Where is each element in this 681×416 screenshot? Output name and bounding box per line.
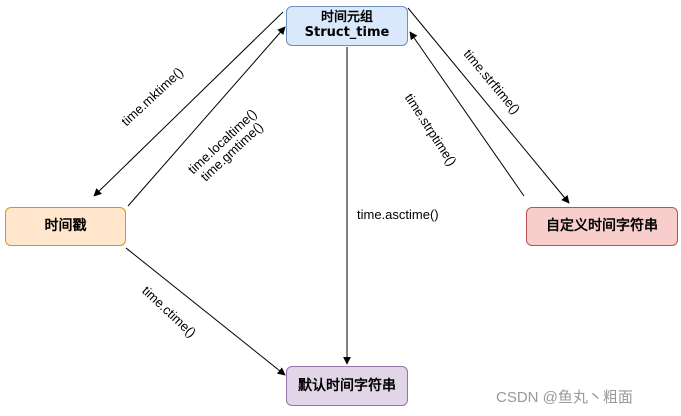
edge-label-asctime: time.asctime() <box>357 207 439 222</box>
edge-strftime <box>407 7 570 204</box>
node-struct-time-title: 时间元组 <box>320 10 373 26</box>
node-default-time-string-label: 默认时间字符串 <box>298 377 396 394</box>
node-custom-time-string-label: 自定义时间字符串 <box>546 218 658 235</box>
node-custom-time-string: 自定义时间字符串 <box>526 207 678 246</box>
watermark-text: CSDN @鱼丸丶粗面 <box>496 389 633 406</box>
edge-strptime <box>409 31 525 197</box>
node-struct-time-subtitle: Struct_time <box>304 25 390 40</box>
node-timestamp: 时间戳 <box>5 207 126 246</box>
node-timestamp-label: 时间戳 <box>44 218 87 235</box>
edge-ctime <box>125 247 286 376</box>
node-default-time-string: 默认时间字符串 <box>286 366 408 406</box>
edge-localtime-gmtime <box>127 26 286 207</box>
edge-mktime <box>93 11 284 197</box>
node-struct-time: 时间元组 Struct_time <box>286 6 408 46</box>
